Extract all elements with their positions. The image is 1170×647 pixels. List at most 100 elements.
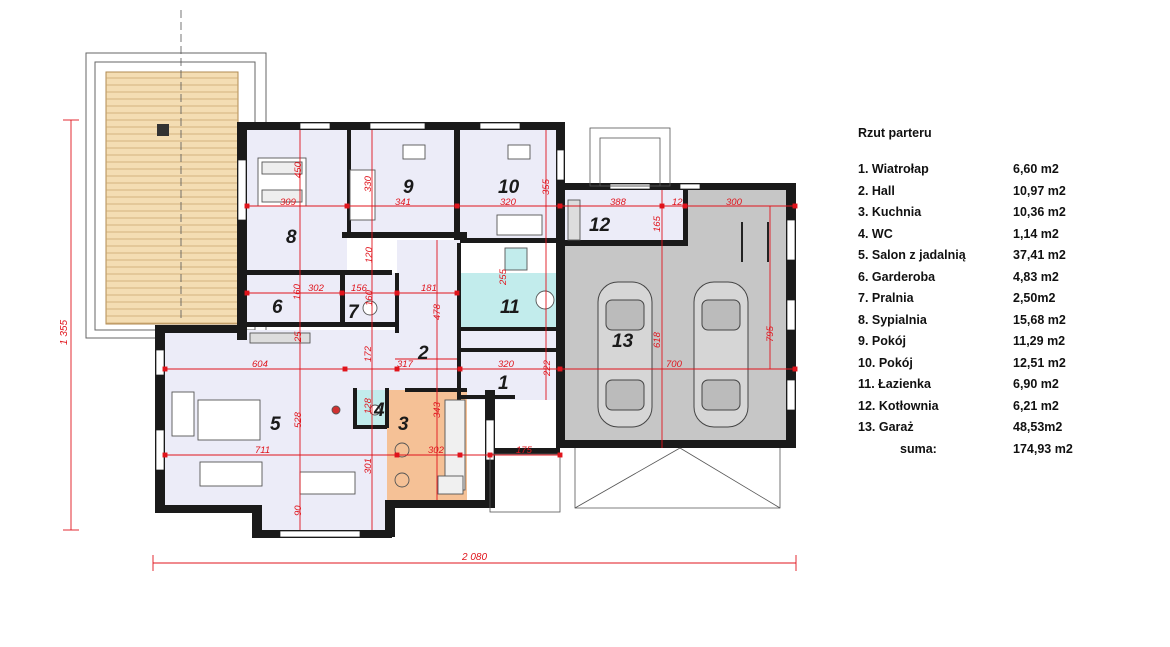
room-number-6: 6 (272, 297, 283, 318)
dim-302-a: 302 (308, 283, 325, 294)
legend-room-area: 6,21 m2 (1013, 398, 1059, 413)
dim-343: 343 (432, 401, 443, 418)
legend-room-area: 4,83 m2 (1013, 269, 1059, 284)
dim-300: 300 (726, 197, 743, 208)
legend-room-area: 48,53m2 (1013, 420, 1063, 434)
legend-room-area: 15,68 m2 (1013, 312, 1066, 327)
dim-795: 795 (765, 325, 776, 342)
sofa-icon (199, 461, 263, 487)
dim-528: 528 (293, 411, 304, 428)
dim-172: 172 (363, 345, 374, 362)
legend-room-name: 9. Pokój (858, 334, 906, 348)
washing-machine-icon (362, 300, 378, 316)
room-number-8: 8 (286, 227, 297, 248)
dim-618: 618 (652, 331, 663, 348)
legend-sum-row: suma: 174,93 m2 (858, 442, 1098, 464)
room-number-10: 10 (498, 177, 520, 198)
dim-120: 120 (364, 246, 375, 263)
tv-unit-icon (249, 332, 311, 344)
dining-table-icon (299, 471, 356, 495)
desk-icon (507, 144, 531, 160)
bathtub-icon (496, 214, 543, 236)
overall-height: 1 355 (59, 320, 70, 345)
dimension-lines (63, 119, 798, 571)
room-6-area (247, 273, 342, 325)
dim-160-a: 160 (292, 283, 303, 300)
legend-sum-area: 174,93 m2 (1013, 441, 1073, 456)
room-12-area (565, 188, 685, 245)
dim-165: 165 (652, 215, 663, 232)
legend-row: 2. Hall 10,97 m2 (858, 184, 1098, 206)
dim-156: 156 (351, 283, 368, 294)
floor-plan: 309 341 320 388 12 300 450 330 355 165 1… (59, 10, 798, 571)
garage-gates (489, 127, 781, 513)
coffee-table-icon (197, 399, 261, 441)
furniture (171, 144, 581, 495)
dim-604: 604 (252, 359, 268, 370)
toilet-icon (369, 404, 381, 416)
legend-room-area: 10,97 m2 (1013, 183, 1066, 198)
shower-icon (504, 247, 528, 271)
desk-icon (402, 144, 426, 160)
legend-room-name: 8. Sypialnia (858, 312, 927, 327)
dim-128: 128 (363, 397, 374, 414)
legend-room-name: 12. Kotłownia (858, 398, 939, 413)
dimension-labels: 309 341 320 388 12 300 450 330 355 165 1… (59, 161, 776, 563)
sink-icon (437, 475, 464, 495)
overall-width: 2 080 (461, 552, 487, 563)
dim-388: 388 (610, 197, 627, 208)
room-number-5: 5 (270, 414, 281, 435)
dim-320: 320 (500, 197, 517, 208)
dim-355: 355 (541, 178, 552, 195)
room-number-4: 4 (373, 400, 385, 421)
legend-row: 8. Sypialnia 15,68 m2 (858, 313, 1098, 335)
dim-317: 317 (397, 359, 414, 370)
chimney-icon (157, 124, 169, 136)
legend-room-area: 11,29 m2 (1013, 334, 1066, 348)
legend-room-name: 11. Łazienka (858, 377, 931, 391)
legend-row: 9. Pokój 11,29 m2 (858, 334, 1098, 356)
room-number-13: 13 (612, 331, 634, 352)
dim-25: 25 (293, 331, 304, 343)
room-4-area (355, 390, 385, 425)
legend-room-name: 1. Wiatrołap (858, 162, 929, 176)
dim-222: 222 (542, 359, 553, 377)
dim-90: 90 (293, 505, 304, 516)
legend-room-name: 2. Hall (858, 183, 895, 198)
room-number-12: 12 (589, 215, 611, 236)
dim-181: 181 (421, 283, 437, 294)
legend-row: 6. Garderoba 4,83 m2 (858, 270, 1098, 292)
armchair-icon (171, 391, 195, 437)
fireplace-icon (331, 405, 341, 415)
dim-309: 309 (280, 197, 297, 208)
cars (597, 222, 769, 428)
room-2-area (397, 240, 460, 390)
bed-icon (349, 169, 376, 221)
dim-301: 301 (363, 458, 374, 474)
terrace (85, 10, 267, 339)
room-number-1: 1 (498, 373, 509, 394)
boiler-icon (567, 199, 581, 241)
dim-700: 700 (666, 359, 683, 370)
legend-row: 12. Kotłownia 6,21 m2 (858, 399, 1098, 421)
legend-room-area: 1,14 m2 (1013, 226, 1059, 241)
legend-room-name: 6. Garderoba (858, 269, 936, 284)
dim-255: 255 (498, 268, 509, 286)
legend-title: Rzut parteru (858, 126, 932, 140)
legend-room-name: 5. Salon z jadalnią (858, 248, 966, 262)
legend-row: 4. WC 1,14 m2 (858, 227, 1098, 249)
legend-room-name: 7. Pralnia (858, 291, 914, 305)
room-number-7: 7 (348, 302, 360, 323)
room-number-2: 2 (417, 343, 429, 364)
toilet-icon (535, 290, 555, 310)
legend-room-name: 4. WC (858, 226, 893, 241)
room-number-11: 11 (500, 297, 520, 318)
windows (155, 122, 796, 538)
dim-175: 175 (516, 445, 533, 456)
